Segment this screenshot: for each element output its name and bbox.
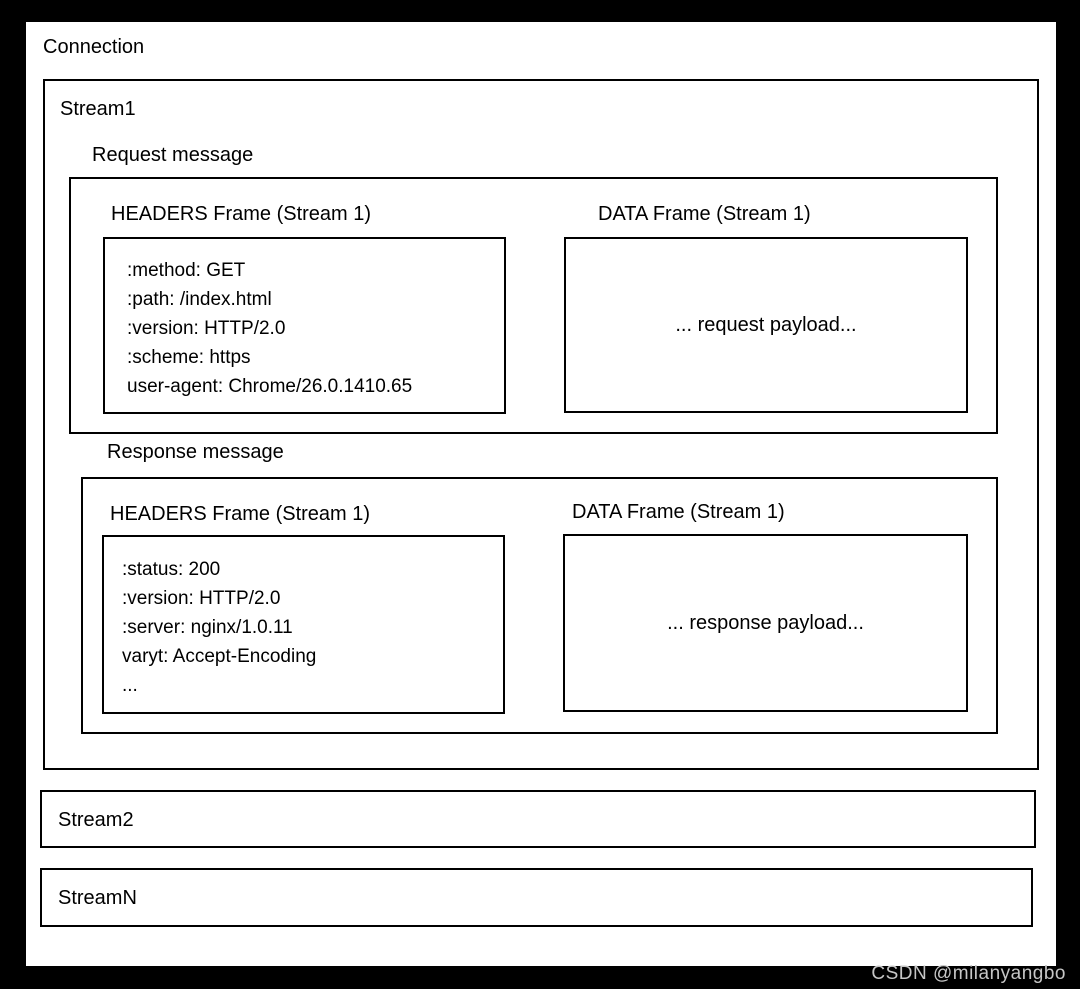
request-message-box: HEADERS Frame (Stream 1) :method: GET :p… xyxy=(69,177,998,434)
stream2-box: Stream2 xyxy=(40,790,1036,848)
request-headers-frame-box: :method: GET :path: /index.html :version… xyxy=(103,237,506,414)
request-header-lines: :method: GET :path: /index.html :version… xyxy=(127,256,412,401)
stream1-box: Stream1 Request message HEADERS Frame (S… xyxy=(43,79,1039,770)
header-line: :path: /index.html xyxy=(127,289,272,310)
response-data-frame-title: DATA Frame (Stream 1) xyxy=(572,501,785,523)
header-line: user-agent: Chrome/26.0.1410.65 xyxy=(127,376,413,397)
response-message-label: Response message xyxy=(107,441,284,463)
response-data-frame-box: ... response payload... xyxy=(563,534,968,712)
stream2-label: Stream2 xyxy=(58,809,134,831)
header-line: :version: HTTP/2.0 xyxy=(127,318,286,339)
header-line: varyt: Accept-Encoding xyxy=(122,646,317,667)
request-payload-text: ... request payload... xyxy=(675,313,857,336)
response-headers-frame-box: :status: 200 :version: HTTP/2.0 :server:… xyxy=(102,535,505,714)
connection-box: Connection Stream1 Request message HEADE… xyxy=(26,22,1056,966)
header-line: :method: GET xyxy=(127,260,246,281)
request-message-label: Request message xyxy=(92,144,254,166)
streamN-label: StreamN xyxy=(58,887,137,909)
request-data-frame-title: DATA Frame (Stream 1) xyxy=(598,203,811,225)
response-header-lines: :status: 200 :version: HTTP/2.0 :server:… xyxy=(122,555,316,700)
stream1-label: Stream1 xyxy=(60,98,136,120)
csdn-watermark: CSDN @milanyangbo xyxy=(871,963,1066,984)
header-line: :status: 200 xyxy=(122,559,221,580)
response-payload-text: ... response payload... xyxy=(667,611,864,634)
request-data-frame-box: ... request payload... xyxy=(564,237,968,413)
header-line: ... xyxy=(122,675,138,696)
header-line: :scheme: https xyxy=(127,347,251,368)
header-line: :version: HTTP/2.0 xyxy=(122,588,281,609)
streamN-box: StreamN xyxy=(40,868,1033,927)
response-headers-frame-title: HEADERS Frame (Stream 1) xyxy=(110,503,371,525)
response-message-box: HEADERS Frame (Stream 1) :status: 200 :v… xyxy=(81,477,998,734)
request-headers-frame-title: HEADERS Frame (Stream 1) xyxy=(111,203,372,225)
header-line: :server: nginx/1.0.11 xyxy=(122,617,293,638)
connection-label: Connection xyxy=(43,36,145,58)
